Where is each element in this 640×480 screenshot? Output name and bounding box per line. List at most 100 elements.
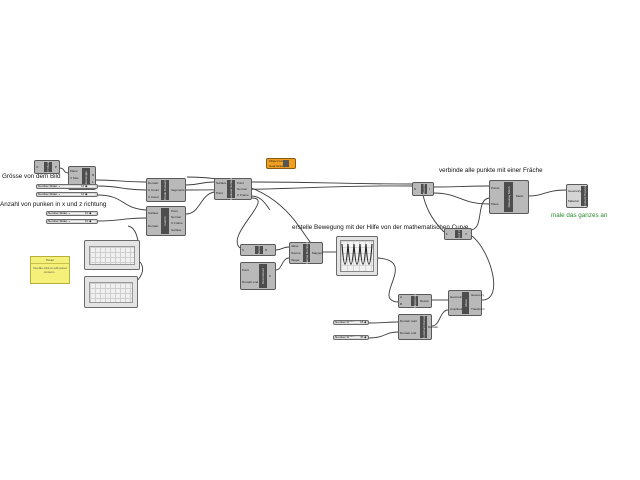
number-slider-4[interactable]: Number Slider 10 ◆	[46, 219, 98, 224]
slider-track[interactable]	[59, 194, 95, 195]
port-label: P	[55, 165, 58, 169]
number-slider-2[interactable]: Number Slider 10 ◆	[36, 192, 98, 197]
panel-body: Double click to edit panel content...	[33, 266, 67, 274]
component-core: Rectangle	[82, 168, 90, 188]
port-label: B	[400, 302, 403, 306]
component-core: Construct Domain	[420, 314, 427, 340]
graph-grid[interactable]	[89, 282, 133, 303]
wire	[94, 179, 147, 183]
wire	[96, 217, 147, 222]
port-label: Geometry	[450, 295, 464, 299]
port-label: Transform	[471, 307, 485, 311]
port-label: Domain end	[242, 280, 259, 284]
wire	[58, 167, 70, 174]
component-core: Custom Preview	[581, 185, 588, 207]
wire	[96, 194, 147, 211]
port-label: V Count	[148, 195, 159, 199]
port-label: L	[92, 180, 94, 184]
port-label: Domain end	[400, 331, 417, 335]
wire	[96, 185, 147, 191]
sine-curve	[341, 243, 373, 265]
isotrim-component[interactable]: Surface Domain Isotrim Point Normal U Fr…	[146, 206, 186, 236]
wire	[250, 195, 271, 211]
graph-mapper-area[interactable]	[340, 240, 374, 272]
slider-track[interactable]	[348, 337, 367, 338]
component-core: Move	[462, 292, 469, 314]
graph-mapper[interactable]	[336, 236, 378, 276]
port-label: V	[465, 232, 468, 236]
slider-track[interactable]	[59, 186, 95, 187]
wire	[368, 331, 399, 339]
wire	[376, 257, 399, 303]
construct-domain-component[interactable]: Domain start Domain end Construct Domain…	[398, 314, 438, 340]
graph-grid[interactable]	[89, 246, 135, 265]
divide-domain-component[interactable]: Domain U Count V Count Divide Domain² Se…	[146, 178, 186, 202]
port-label: Source	[291, 251, 301, 255]
port-label: Points	[491, 186, 500, 190]
move-component[interactable]: Geometry Amplitude Move Geometry Transfo…	[448, 290, 485, 316]
port-label: Normal	[237, 187, 247, 191]
component-core: Multiplication	[411, 292, 418, 310]
multiplication-component-1[interactable]: A B Multiplication Result	[398, 292, 432, 310]
component-core: Unit Z	[455, 229, 462, 239]
wire	[469, 197, 490, 231]
deconstruct-component[interactable]: Point Domain end Deconstruct Z	[240, 262, 276, 290]
wire	[471, 235, 495, 301]
port-label: Z	[269, 274, 271, 278]
note-anzahl: Anzahl von punken in x und z richtung	[0, 201, 107, 208]
custom-preview-component[interactable]: Geometry Material Custom Preview	[566, 184, 588, 208]
port-label: Value	[291, 244, 299, 248]
number-slider-3[interactable]: Number Slider 10 ◆	[46, 211, 98, 216]
graph-editor-2[interactable]	[84, 276, 138, 308]
series-component[interactable]: S Series N	[240, 244, 276, 256]
evaluate-surface-component[interactable]: Surface Point Evaluate Surface Point Nor…	[214, 178, 252, 200]
port-label: Normal	[171, 215, 181, 219]
port-label: Point	[242, 268, 249, 272]
xy-plane-component[interactable]: O XY Plane P	[34, 160, 60, 174]
component-core: Series	[255, 245, 263, 255]
component-core: Divide Domain²	[161, 179, 169, 201]
port-label: S	[242, 248, 245, 252]
wire	[185, 181, 215, 186]
slider-track[interactable]	[348, 322, 367, 323]
port-label: Mesh	[516, 194, 524, 198]
slider-track[interactable]	[69, 213, 95, 214]
port-label: Plane	[491, 202, 499, 206]
port-label: Plane	[70, 169, 78, 173]
wire	[368, 321, 399, 324]
port-label: Domain	[148, 181, 159, 185]
wire	[236, 197, 259, 249]
port-label: Domain	[428, 325, 439, 329]
port-label: Segments	[171, 188, 185, 192]
toggle-button[interactable]	[283, 160, 289, 167]
bounds-component[interactable]: N Bounds I	[412, 182, 434, 196]
port-label: Target	[291, 258, 300, 262]
port-label: Point	[216, 191, 223, 195]
port-label: O	[36, 165, 39, 169]
component-core: Deconstruct	[259, 264, 267, 288]
wire	[275, 246, 290, 251]
panel-title: Panel	[31, 257, 69, 264]
port-label: Point	[237, 181, 244, 185]
port-label: U Frame	[171, 221, 183, 225]
port-label: X Size	[70, 176, 79, 180]
component-core: Isotrim	[161, 208, 169, 234]
port-label: Domain	[148, 224, 159, 228]
graph-editor-1[interactable]	[84, 240, 140, 270]
component-core: Remap Numbers	[303, 241, 310, 265]
wire	[432, 185, 490, 188]
boolean-toggle[interactable]: Object Group Goal Gravity	[266, 158, 296, 169]
delaunay-mesh-component[interactable]: Points Plane Delaunay Mesh Mesh	[489, 180, 529, 214]
port-label: Result	[420, 299, 429, 303]
remap-component[interactable]: Value Source Target Remap Numbers Mapped	[289, 242, 323, 264]
slider-track[interactable]	[69, 221, 95, 222]
wire	[275, 257, 290, 271]
panel[interactable]: Panel Double click to edit panel content…	[30, 256, 70, 284]
number-slider-6[interactable]: Number Slider 45 ◆	[333, 335, 369, 340]
number-slider-1[interactable]: Number Slider 10 ◆	[36, 184, 98, 189]
port-label: N	[265, 248, 268, 252]
unit-z-component[interactable]: F Unit Z V	[444, 228, 472, 240]
port-label: U Frame	[237, 193, 249, 197]
number-slider-5[interactable]: Number Slider 18 ◆	[333, 320, 369, 325]
